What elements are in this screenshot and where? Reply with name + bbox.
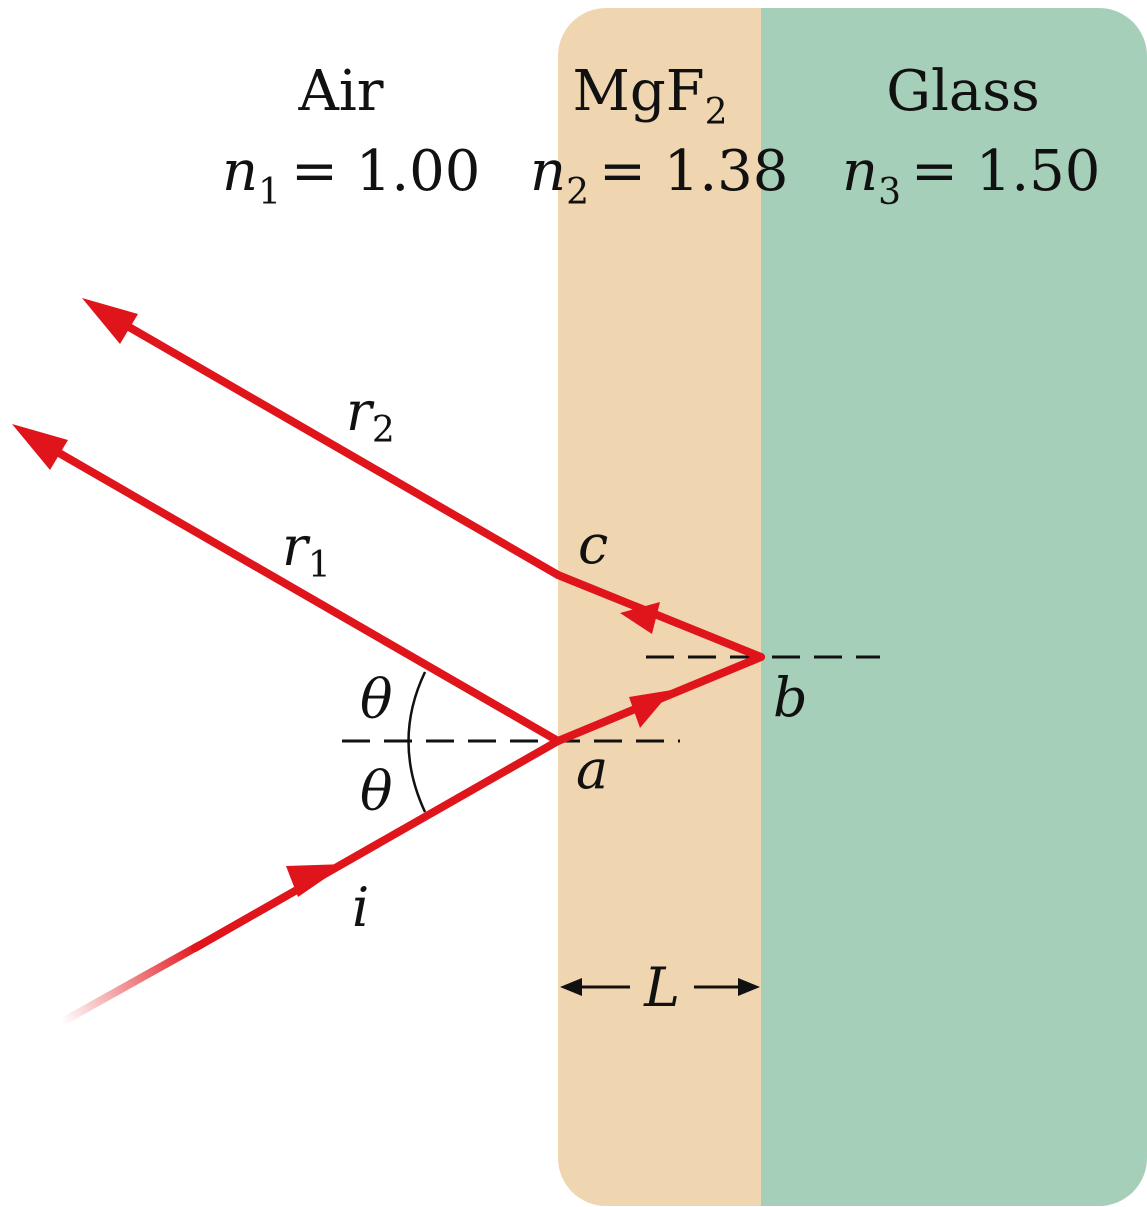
- mgf2-label: MgF2: [573, 59, 728, 133]
- thickness-label: L: [643, 956, 680, 1019]
- r1-arrowhead: [12, 424, 68, 470]
- ray-i-label: i: [352, 876, 369, 939]
- point-a-label: a: [576, 738, 608, 801]
- air-label: Air: [297, 59, 383, 124]
- air-index: n1= 1.00: [222, 139, 480, 213]
- incident-ray: [191, 737, 562, 952]
- incident-ray-fade: [58, 941, 204, 1026]
- media-slabs: [558, 8, 1147, 1206]
- reflected-ray-r2: [106, 312, 562, 579]
- point-c-label: c: [578, 513, 608, 576]
- glass-index: n3= 1.50: [842, 139, 1100, 213]
- incident-arrowhead: [286, 864, 346, 897]
- ray-r1-label: r1: [282, 515, 331, 586]
- point-b-label: b: [773, 666, 808, 729]
- r2-arrowhead: [82, 298, 138, 344]
- theta-lower-label: θ: [360, 760, 393, 823]
- refracted-arrowhead: [629, 690, 672, 728]
- mgf2-coating-layer: [558, 8, 761, 1206]
- glass-layer: [761, 8, 1147, 1206]
- internal-reflected-ray: [554, 571, 765, 661]
- reflected-ray-r1: [36, 438, 562, 745]
- light-rays: [12, 298, 765, 1026]
- internal-arrowhead: [620, 602, 660, 634]
- angle-arc: [407, 671, 427, 813]
- thickness-arrowhead-left: [560, 978, 582, 996]
- ray-r2-label: r2: [346, 380, 395, 451]
- mgf2-index: n2= 1.38: [530, 139, 788, 213]
- glass-label: Glass: [886, 59, 1040, 124]
- theta-upper-label: θ: [360, 668, 393, 731]
- thickness-arrowhead-right: [738, 978, 760, 996]
